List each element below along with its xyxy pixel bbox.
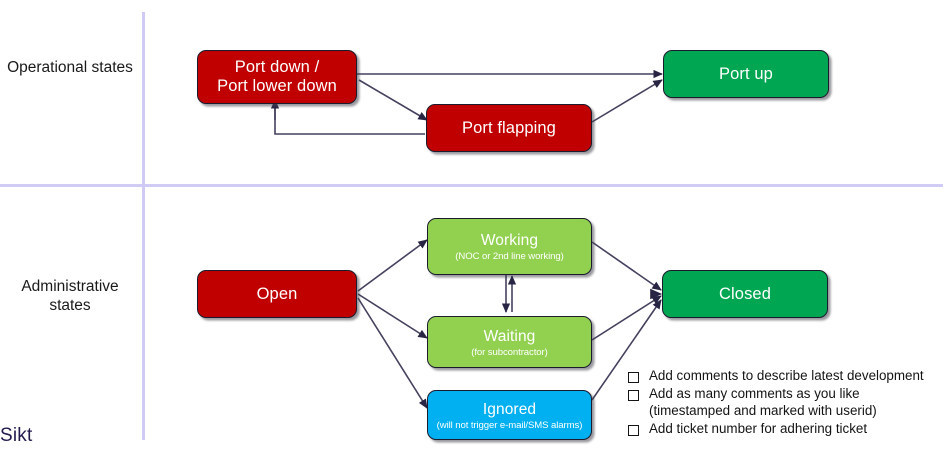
checklist-item[interactable]: Add ticket number for adhering ticket	[628, 421, 940, 438]
node-title: Ignored	[482, 400, 537, 418]
node-title: Waiting	[483, 327, 536, 345]
node-title: Working	[480, 232, 539, 249]
node-title: Port up	[719, 64, 773, 83]
brand-logo: Sikt	[0, 425, 33, 446]
vertical-divider	[142, 12, 145, 440]
node-port-up[interactable]: Port up	[663, 50, 829, 98]
node-port-flapping[interactable]: Port flapping	[426, 104, 592, 152]
node-title: Open	[256, 284, 298, 303]
checklist-item-label: Add ticket number for adhering ticket	[649, 420, 868, 436]
row-label-administrative: Administrative states	[21, 278, 119, 314]
edge-portdown-to-flapping	[358, 79, 428, 121]
node-closed[interactable]: Closed	[662, 270, 828, 318]
checklist-item-label: (timestamped and marked with userid)	[649, 403, 877, 418]
node-port-down[interactable]: Port down / Port lower down	[197, 50, 357, 104]
edge-open-to-ignored	[357, 297, 428, 409]
node-subtitle: (for subcontractor)	[471, 346, 548, 358]
node-open[interactable]: Open	[197, 270, 357, 318]
checklist-item-label: Add as many comments as you like	[649, 385, 860, 401]
node-title: Port down / Port lower down	[217, 58, 337, 95]
checklist: Add comments to describe latest developm…	[628, 368, 940, 438]
checkbox-icon[interactable]	[628, 372, 639, 383]
edge-open-to-working	[357, 239, 428, 292]
node-ignored[interactable]: Ignored (will not trigger e-mail/SMS ala…	[427, 390, 592, 440]
checkbox-placeholder-icon	[628, 407, 639, 418]
checkbox-icon[interactable]	[628, 389, 639, 401]
checklist-item-continuation: (timestamped and marked with userid)	[628, 403, 940, 420]
edge-flapping-to-portdown	[274, 105, 425, 135]
node-title: Closed	[719, 284, 771, 303]
edge-flapping-to-portup	[591, 79, 663, 123]
edge-waiting-to-closed	[591, 295, 662, 341]
checklist-item[interactable]: Add as many comments as you like	[628, 386, 940, 403]
edge-open-to-waiting	[357, 293, 428, 339]
horizontal-divider	[0, 184, 943, 187]
checklist-item[interactable]: Add comments to describe latest developm…	[628, 368, 940, 385]
checklist-item-label: Add comments to describe latest developm…	[649, 368, 924, 383]
node-waiting[interactable]: Waiting (for subcontractor)	[427, 316, 592, 368]
node-working[interactable]: Working (NOC or 2nd line working)	[427, 218, 592, 275]
edge-ignored-to-closed	[591, 299, 662, 401]
row-label-operational: Operational states	[7, 59, 133, 76]
edge-working-to-closed	[591, 241, 662, 291]
node-subtitle: (will not trigger e-mail/SMS alarms)	[436, 419, 583, 431]
node-title: Port flapping	[462, 118, 556, 137]
node-subtitle: (NOC or 2nd line working)	[455, 251, 564, 262]
checkbox-icon[interactable]	[628, 424, 639, 436]
